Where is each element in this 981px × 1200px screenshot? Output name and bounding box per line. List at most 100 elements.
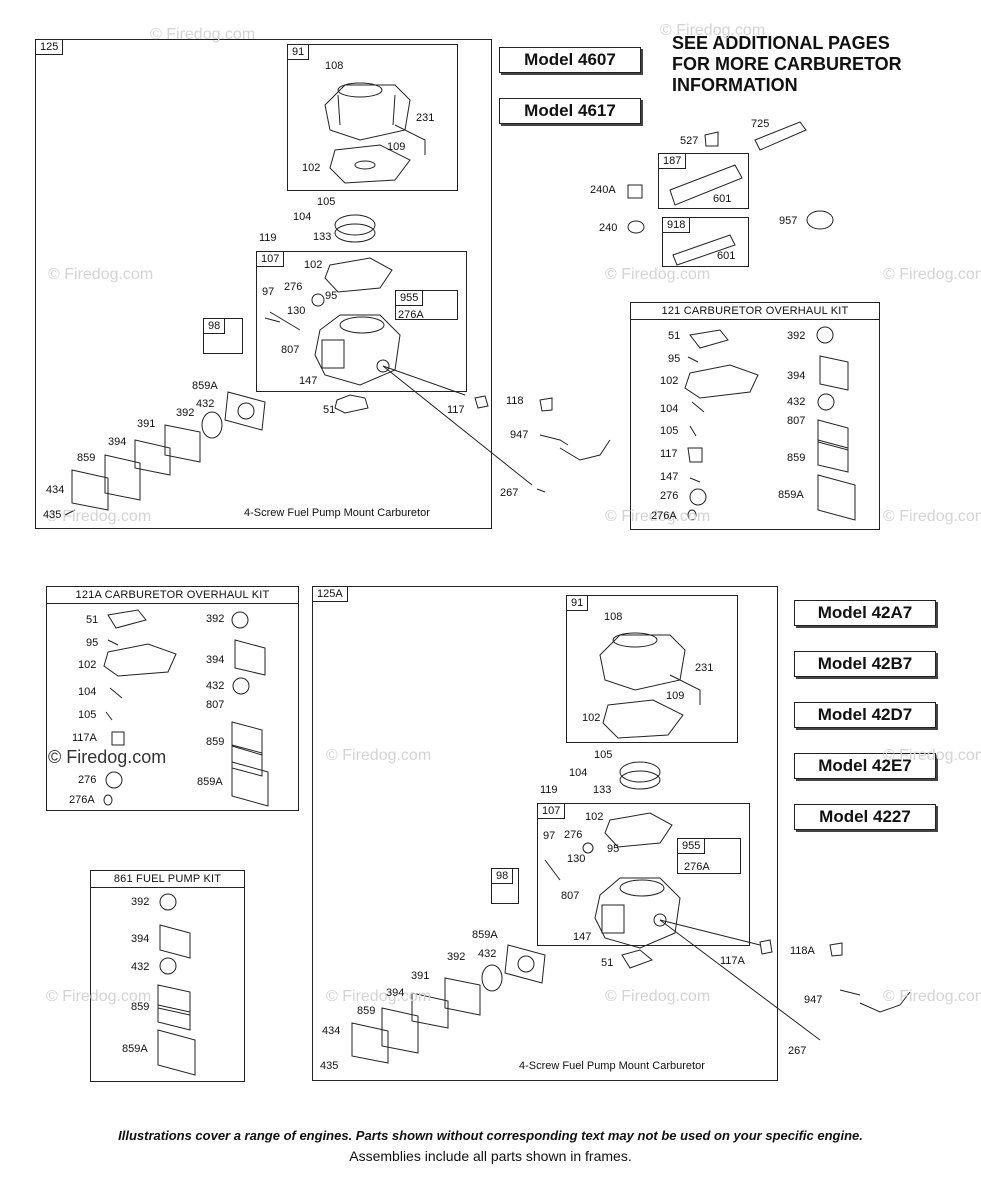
- part-label: 133: [593, 784, 612, 796]
- part-label: 807: [206, 699, 225, 711]
- part-label: 102: [660, 375, 679, 387]
- part-label: 102: [582, 712, 601, 724]
- frame-tag-187: 187: [658, 153, 687, 169]
- part-label: 102: [304, 259, 323, 271]
- part-label: 118A: [790, 945, 815, 957]
- footer-disclaimer: Illustrations cover a range of engines. …: [118, 1128, 863, 1143]
- frame-918: 918: [662, 217, 749, 267]
- part-label: 392: [176, 407, 195, 419]
- part-label: 859: [787, 452, 806, 464]
- frame-tag-107: 107: [256, 251, 285, 267]
- frame-tag-98: 98: [203, 318, 226, 334]
- part-label: 859A: [778, 489, 804, 501]
- part-label: 240A: [590, 184, 616, 196]
- part-label: 434: [46, 484, 65, 496]
- watermark: © Firedog.com: [46, 988, 152, 1005]
- kit-121-frame: 121 CARBURETOR OVERHAUL KIT: [630, 302, 880, 530]
- part-label: 97: [262, 286, 275, 298]
- part-label: 276: [564, 829, 583, 841]
- part-label: 267: [500, 487, 519, 499]
- frame-tag-955: 955: [395, 290, 424, 306]
- part-label: 102: [78, 659, 97, 671]
- frame-tag-91: 91: [287, 44, 310, 60]
- part-label: 527: [680, 135, 699, 147]
- part-label: 95: [607, 843, 620, 855]
- part-label: 105: [594, 749, 613, 761]
- watermark: © Firedog.com: [605, 988, 711, 1005]
- carburetor-upper-body-drawing: [324, 82, 411, 141]
- kit-121a-title: 121A CARBURETOR OVERHAUL KIT: [47, 587, 298, 604]
- model-4617-box: Model 4617: [499, 98, 641, 124]
- model-4227-box: Model 4227: [794, 804, 936, 830]
- watermark: © Firedog.com: [883, 747, 981, 764]
- watermark: © Firedog.com: [883, 508, 981, 525]
- part-label: 859: [357, 1005, 376, 1017]
- part-label: 392: [131, 896, 150, 908]
- frame-98b: 98: [491, 868, 519, 904]
- part-label: 859A: [122, 1043, 148, 1055]
- part-label: 95: [86, 637, 99, 649]
- part-label: 231: [695, 662, 714, 674]
- frame-107b: 107: [537, 803, 750, 946]
- caption-top: 4-Screw Fuel Pump Mount Carburetor: [244, 507, 430, 519]
- gasket-drawing: [329, 144, 411, 184]
- part-label: 51: [86, 614, 99, 626]
- part-label: 104: [569, 767, 588, 779]
- part-label: 104: [78, 686, 97, 698]
- watermark: © Firedog.com: [150, 26, 256, 43]
- part-label: 435: [320, 1060, 339, 1072]
- part-label: 807: [281, 344, 300, 356]
- part-label: 276: [660, 490, 679, 502]
- carburetor-upper-body-b-drawing: [599, 632, 686, 691]
- frame-107: 107: [256, 251, 467, 392]
- part-label: 392: [787, 330, 806, 342]
- watermark: © Firedog.com: [48, 266, 154, 283]
- part-label: 432: [478, 948, 497, 960]
- part-label: 276A: [684, 861, 710, 873]
- carb-body-b-drawing: [594, 877, 681, 949]
- part-label: 276A: [651, 510, 677, 522]
- part-label: 109: [387, 141, 406, 153]
- part-label: 105: [78, 709, 97, 721]
- lever-drawing: [394, 124, 426, 155]
- part-label: 432: [196, 398, 215, 410]
- diaphragm-drawing: [324, 257, 393, 293]
- part-label: 118: [506, 395, 524, 407]
- watermark: © Firedog.com: [883, 988, 981, 1005]
- frame-91: 91: [287, 44, 458, 191]
- frame-tag-125a: 125A: [312, 586, 348, 602]
- part-label: 51: [601, 957, 614, 969]
- part-label: 240: [599, 222, 618, 234]
- frame-125: 125 4-Screw Fuel Pump Mount Carburetor: [35, 39, 492, 529]
- part-label: 725: [751, 118, 770, 130]
- part-label: 859: [77, 452, 96, 464]
- part-label: 147: [573, 931, 592, 943]
- float-bowl-drawing: [334, 214, 376, 236]
- fuel-line-drawing: [754, 121, 807, 151]
- part-label: 105: [317, 196, 336, 208]
- part-label: 435: [43, 509, 62, 521]
- part-label: 102: [302, 162, 321, 174]
- frame-tag-107b: 107: [537, 803, 566, 819]
- part-label: 147: [299, 375, 318, 387]
- kit-861-parts-drawing: [157, 893, 196, 1076]
- part-label: 276A: [69, 794, 95, 806]
- part-label: 51: [323, 404, 336, 416]
- part-label: 432: [206, 680, 225, 692]
- kit-121-title: 121 CARBURETOR OVERHAUL KIT: [631, 303, 879, 320]
- part-label: 276A: [398, 309, 424, 321]
- part-label: 117: [447, 404, 465, 416]
- model-42b7-box: Model 42B7: [794, 651, 936, 677]
- part-label: 394: [787, 370, 806, 382]
- part-label: 95: [668, 353, 681, 365]
- watermark: © Firedog.com: [605, 266, 711, 283]
- frame-955b: 955: [677, 838, 741, 874]
- part-label: 105: [660, 425, 679, 437]
- frame-tag-918: 918: [662, 217, 691, 233]
- part-label: 432: [131, 961, 150, 973]
- part-label: 109: [666, 690, 685, 702]
- kit-861-title: 861 FUEL PUMP KIT: [91, 871, 244, 888]
- frame-98: 98: [203, 318, 243, 354]
- frame-125a: 125A 4-Screw Fuel Pump Mount Carburetor: [312, 586, 778, 1081]
- fuel-cap-drawing: [806, 210, 834, 230]
